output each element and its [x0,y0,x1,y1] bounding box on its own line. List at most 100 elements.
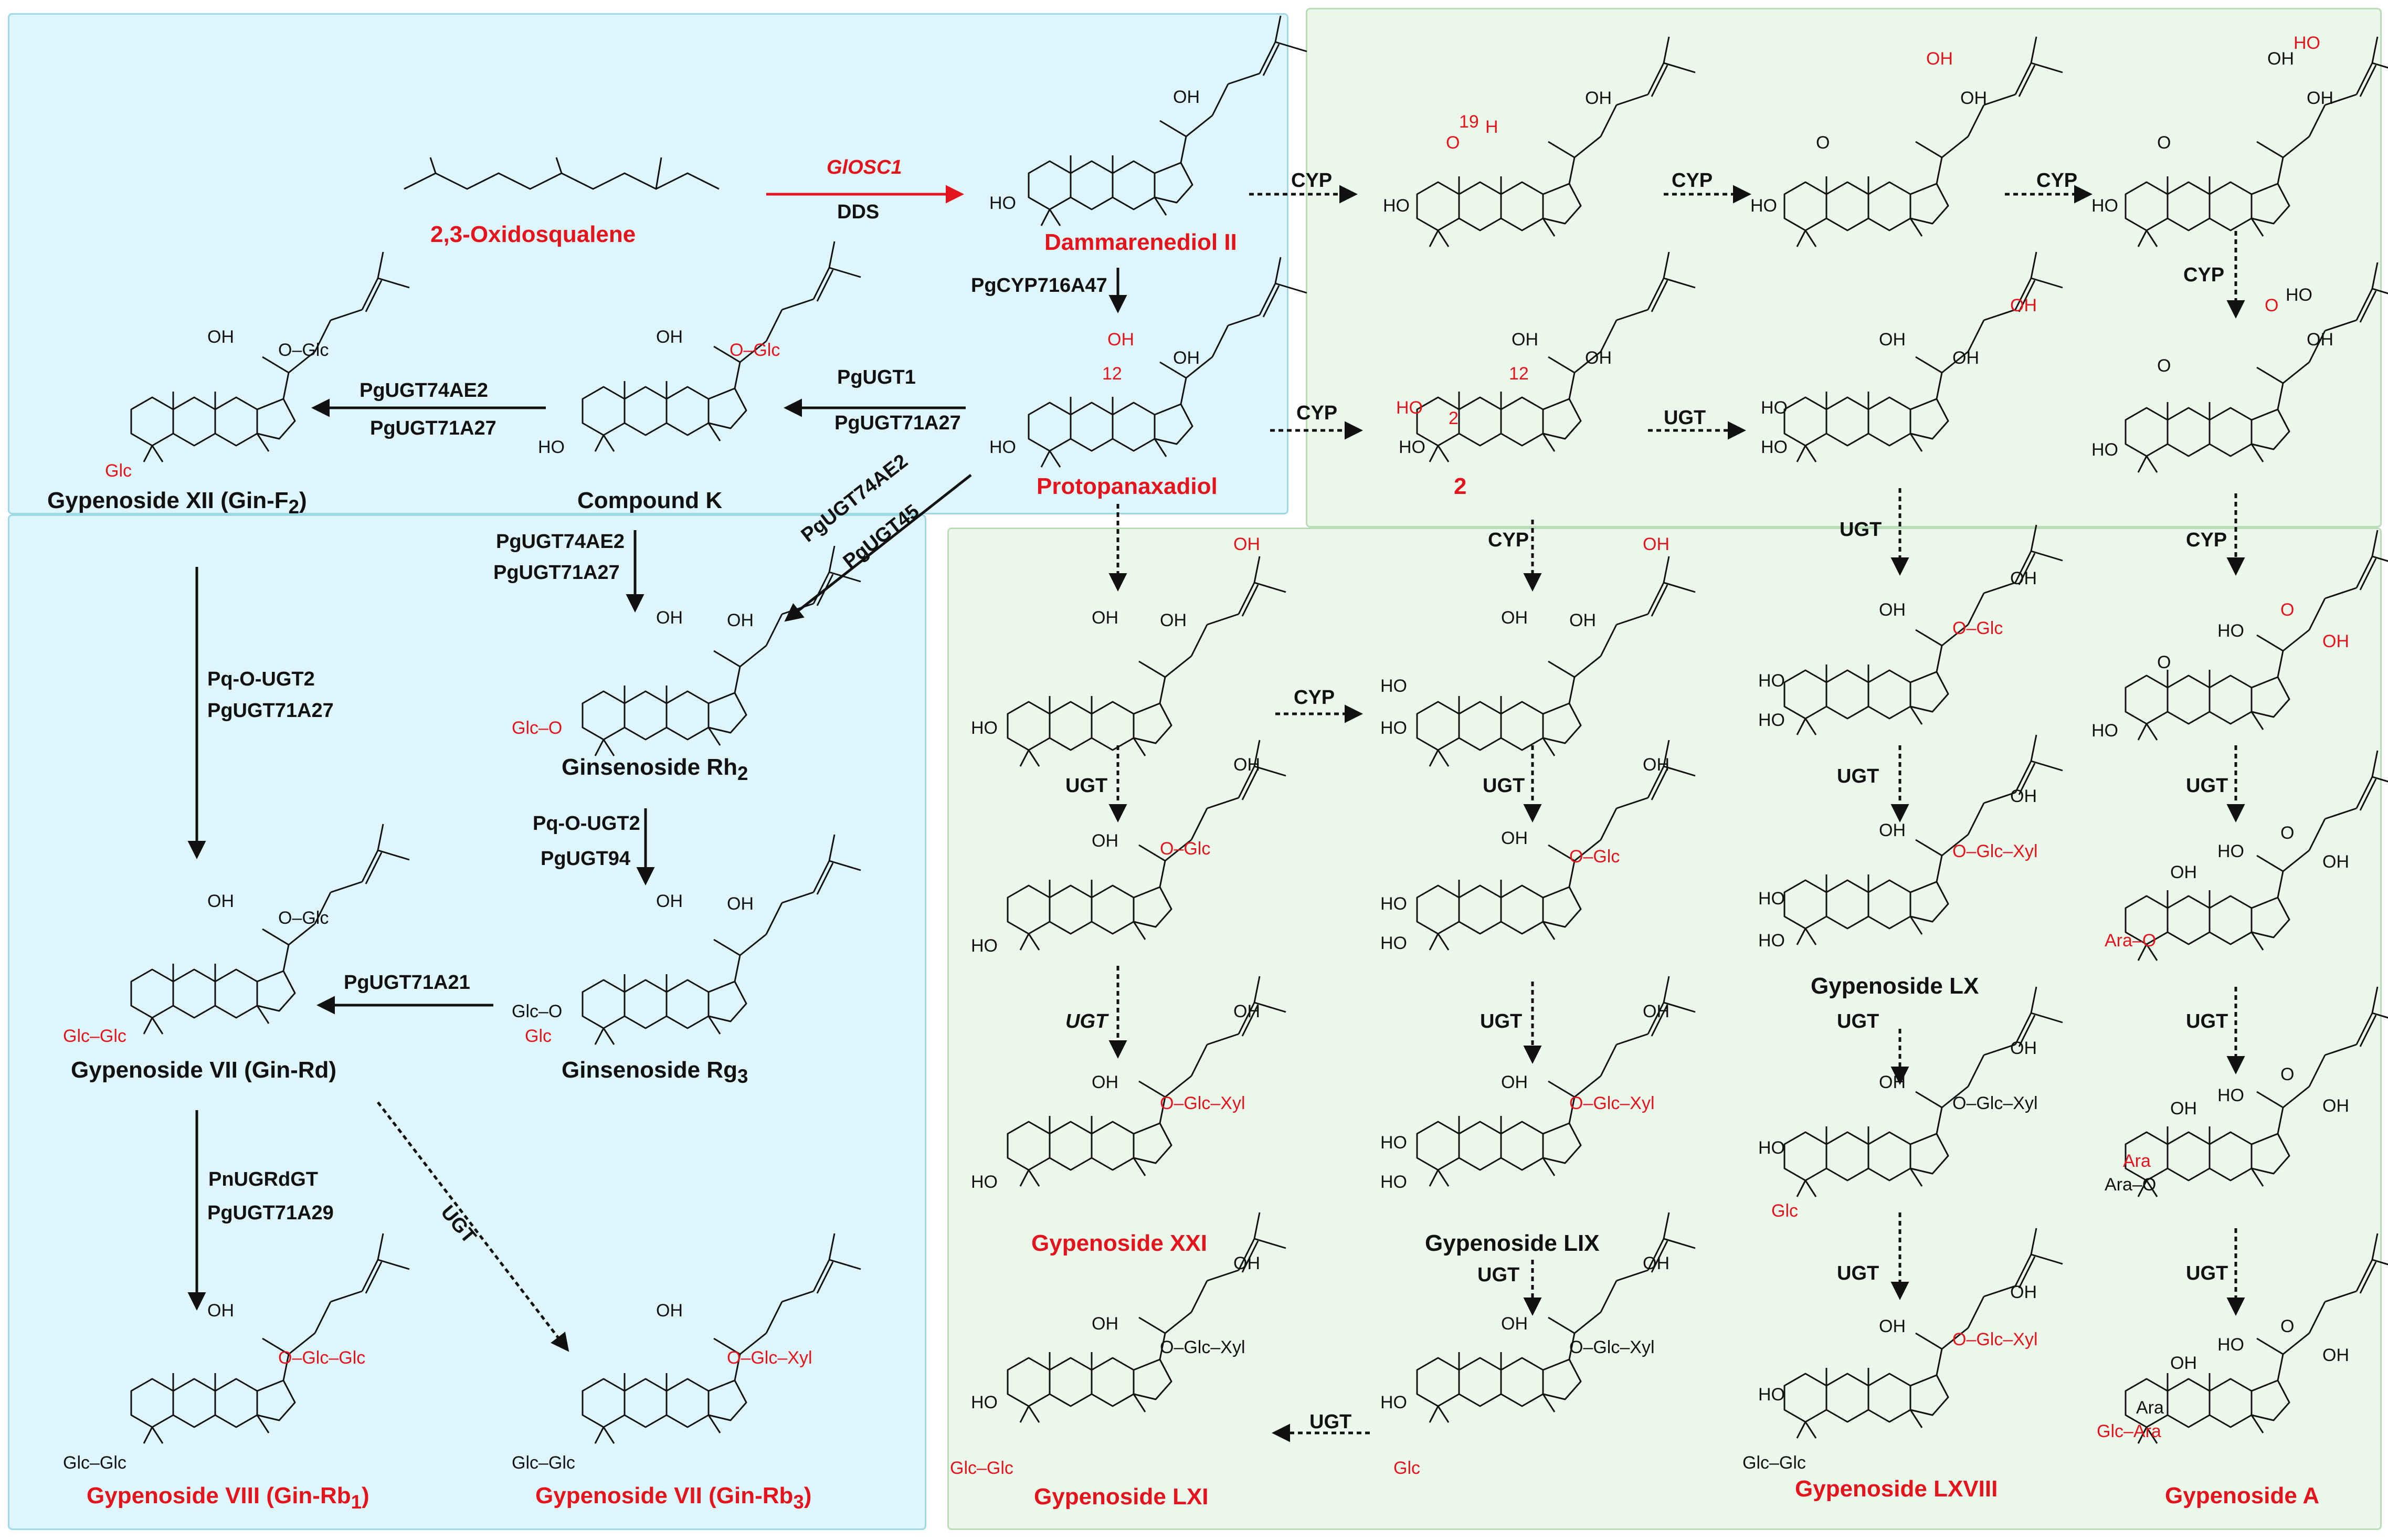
oxidosqualene-chain [404,157,720,190]
compound-k-structure [582,240,862,452]
sub-glc-glc-lxi: Glc–Glc [950,1458,1013,1478]
sub-oh-triol-red: OH [1233,534,1260,554]
sub-oh-lxviii-tail: OH [2010,1282,2037,1302]
enzyme-ugt-8: UGT [1065,1010,1108,1032]
sub-ho-lactol: HO [2217,621,2244,641]
sub-ho-glucoside1: HO [971,936,998,956]
sub-ho-tetrol-b: HO [1380,718,1407,738]
gypenoside-vii-rb3-subscript: 3 [793,1491,804,1513]
ginsenoside-rg3-subscript: 3 [737,1065,748,1087]
sub-ho-lx-b: HO [1758,931,1785,951]
tetrol-intermediate [1416,555,1696,767]
sub-ho-dialdehyde: HO [2286,285,2312,305]
enzyme-ugt-3: UGT [1840,519,1882,541]
ginsenoside-rg3-name: Ginsenoside Rg [562,1057,737,1083]
enzyme-pgugt71a27-rh2: PgUGT71A27 [493,562,620,584]
arabinoside-intermediate-2 [2125,986,2388,1198]
gypenoside-lix-label: Gypenoside LIX [1425,1230,1600,1256]
sub-ho-c2-cmp2: HO [1396,398,1423,418]
sub-oh2-hydroxylated: OH [1952,348,1979,368]
sub-glc-o-rh2: Glc–O [512,718,563,738]
sub-oh-rh2: OH [656,608,683,628]
sub-oh-int2-top: OH [2267,49,2294,69]
sub-glc-rg3: Glc [525,1026,552,1046]
sub-oh-lxi-tail: OH [1233,1253,1260,1273]
sub-ho-tetrol-a: HO [1380,676,1407,696]
sub-o-glc-glycoside1: O–Glc [1952,618,2003,638]
sub-o-glc-xyl-lx: O–Glc–Xyl [1952,841,2038,861]
gypenoside-xii-close: ) [299,488,307,513]
enzyme-ugt-13: UGT [1837,1262,1879,1284]
enzyme-glosc1: GlOSC1 [827,156,902,178]
protopanaxadiol-label: Protopanaxadiol [1037,473,1218,499]
sub-glc-glc-gin-rd: Glc–Glc [63,1026,126,1046]
sub-o-int1: O [1816,133,1830,153]
sub-ho2-dialdehyde: HO [2091,440,2118,460]
sub-oh-int2: OH [2307,88,2333,108]
sub-oh-lx: OH [1879,820,1906,840]
enzyme-cyp-4: CYP [2183,264,2225,286]
ginsenoside-rh2-structure [582,545,862,757]
sub-oh-tetrol-red: OH [1643,534,1670,554]
enzyme-ugt-14: UGT [2186,1262,2228,1284]
sub-oh-c19: OH [1585,88,1612,108]
enzyme-ugt-15: UGT [1309,1411,1352,1433]
arrow-ppd-to-rh2 [784,474,972,622]
sub-oh-gin-rd: OH [207,891,234,911]
enzyme-cyp-5: CYP [1296,402,1338,424]
sub-num-19: 19 [1459,112,1479,132]
sub-ho-cmp2: HO [1399,437,1425,457]
arrow-gin-rd-to-gin-rb3 [377,1101,569,1352]
sub-o-glc-gin-rd: O–Glc [278,908,329,928]
enzyme-ugt-6: UGT [1837,765,1879,787]
sub-ho-lix-a: HO [1380,1133,1407,1153]
compound-k-label: Compound K [577,488,723,513]
sub-o-lactol: O [2280,600,2295,620]
enzyme-cyp-2: CYP [1672,170,1713,192]
sub-ho-xxi: HO [971,1172,998,1192]
sub-ho-gly2: HO [1758,1138,1785,1158]
sub-ho-hydroxylated-b: HO [1761,437,1788,457]
sub-oh-int2-red: HO [2294,33,2320,53]
gypenoside-vii-rb3-label: Gypenoside VII (Gin-Rb3) [535,1484,811,1512]
gypenoside-lxi-label: Gypenoside LXI [1034,1484,1209,1510]
ginsenoside-rg3-label: Ginsenoside Rg3 [562,1059,748,1086]
gypenoside-panel-bottom [947,528,2382,1530]
glycoside-intermediate-1 [1783,524,2064,736]
sub-oh-hydroxylated-red: OH [2010,296,2037,315]
ginsenoside-rh2-name: Ginsenoside Rh [562,754,737,780]
sub-o-gyp-a: O [2280,1316,2295,1336]
sub-num-12-cmp2: 12 [1509,364,1529,384]
sub-oh-lactol: OH [2322,631,2349,651]
sub-glc-ara-gyp-a: Glc–Ara [2097,1421,2161,1441]
sub-o-ara2: O [2280,1064,2295,1084]
gypenoside-xii-name: Gypenoside XII (Gin-F [47,488,289,513]
sub-o-glc-xyl-dihydroxy: O–Glc–Xyl [1569,1337,1655,1357]
enzyme-ugt-12: UGT [1477,1264,1520,1286]
sub-oh-dihydroxy-tail: OH [1643,1253,1670,1273]
gypenoside-a-label: Gypenoside A [2165,1483,2320,1509]
sub-o-glc-glc-gin-rb1: O–Glc–Glc [278,1348,366,1368]
gypenoside-vii-rb3-structure [582,1232,862,1444]
sub-h-c19: H [1485,117,1498,137]
sub-ho-gyp-a: HO [2217,1335,2244,1355]
ppd-pathway-panel-bottom [8,514,926,1530]
sub-oh-lxi: OH [1092,1314,1118,1334]
sub-ho-ppd: HO [989,437,1016,457]
sub-oh-gyp-a: OH [2322,1345,2349,1365]
sub-oh-dialdehyde: OH [2307,330,2333,350]
sub-ara-ara2: Ara [2123,1151,2151,1171]
sub-o-glc-xyl-lix: O–Glc–Xyl [1569,1093,1655,1113]
enzyme-ugt-9: UGT [1480,1010,1523,1032]
sub-o-glc-xyl-gly2: O–Glc–Xyl [1952,1093,2038,1113]
sub-ho-glycoside1-b: HO [1758,710,1785,730]
sub-o-glc-compound-k: O–Glc [730,340,780,360]
enzyme-ugt-2: UGT [1664,407,1706,429]
sub-o-glc-xyl-xxi: O–Glc–Xyl [1160,1093,1245,1113]
dammarenediol-structure [1028,15,1308,227]
sub-o-glc-gin-f2: O–Glc [278,340,329,360]
enzyme-cyp-1: CYP [1291,170,1333,192]
sub-o-c19: O [1446,133,1460,153]
sub-ho-dammarenediol: HO [989,193,1016,213]
